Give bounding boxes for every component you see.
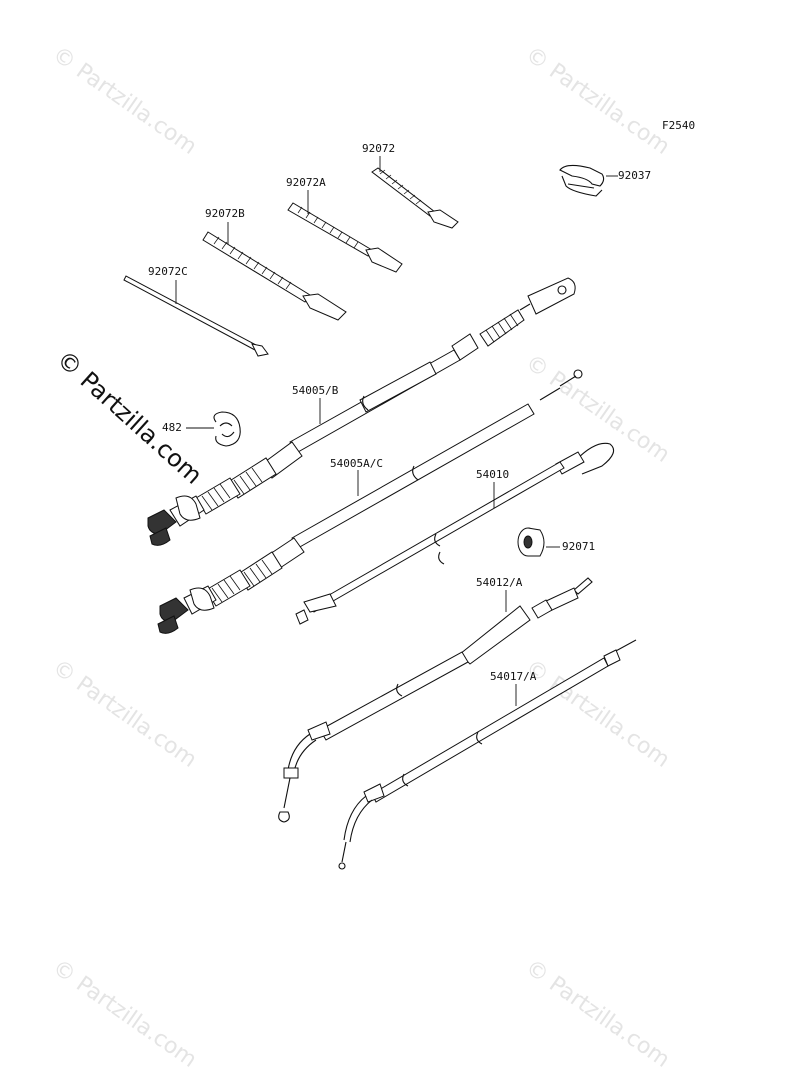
part-label-92072C: 92072C (148, 265, 188, 278)
cable-tie-92072A (287, 202, 403, 273)
part-label-482: 482 (162, 421, 182, 434)
cable-54017A (338, 639, 637, 870)
cable-54005B (147, 277, 576, 546)
part-label-54010: 54010 (476, 468, 510, 481)
grommet-92071 (517, 527, 545, 557)
part-label-92071: 92071 (562, 540, 596, 553)
cable-54010 (295, 442, 615, 625)
part-label-54005B: 54005/B (292, 384, 339, 397)
cable-54005AC (157, 369, 583, 634)
clamp-92037 (559, 164, 605, 197)
part-label-54005AC: 54005A/C (330, 457, 383, 470)
e-ring-482 (213, 411, 241, 447)
cable-tie-92072C (123, 275, 269, 357)
part-label-92072: 92072 (362, 142, 396, 155)
part-label-54012A: 54012/A (476, 576, 523, 589)
part-label-92072B: 92072B (205, 207, 245, 220)
part-label-54017A: 54017/A (490, 670, 537, 683)
part-label-92037: 92037 (618, 169, 652, 182)
part-label-92072A: 92072A (286, 176, 326, 189)
diagram-drawing (123, 156, 637, 870)
cable-tie-92072B (202, 231, 347, 321)
cable-tie-92072 (371, 167, 459, 229)
parts-diagram: © Partzilla.com © Partzilla.com © Partzi… (48, 42, 696, 1073)
figure-code: F2540 (662, 119, 696, 132)
cable-54012A (278, 577, 593, 823)
